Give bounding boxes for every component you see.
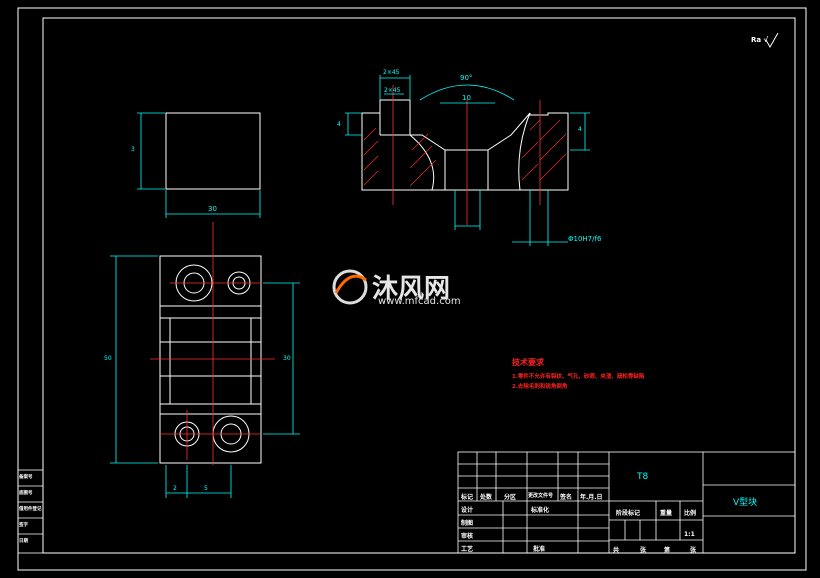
dim-bottom-2: 2 [173,485,177,492]
tech-requirement-2: 2.去除毛刺和锐角倒角 [512,384,568,390]
tech-requirements-title: 技术要求 [512,358,544,367]
watermark-brand: 沐风网 [372,274,451,304]
dim-slot-inner: 2×45 [384,87,401,94]
section-dims [345,75,590,246]
dim-hole-fit: Φ10H7/f6 [568,235,602,243]
dim-step-right: 4 [578,126,582,133]
dim-width-30: 30 [208,205,217,213]
tb-sheet-no: 第 [664,547,671,554]
tb-sheets-2: 张 [690,547,697,554]
dim-v-width: 10 [462,94,471,102]
dim-overall-length: 50 [104,355,112,362]
tech-requirement-1: 1.零件不允许有裂纹、气孔、砂眼、夹渣、疏松等缺陷 [512,374,645,380]
mfcad-logo-icon [332,269,368,305]
material-label: T8 [637,472,649,482]
tb-process: 工艺 [461,546,474,553]
scale-value: 1:1 [684,531,695,538]
outer-border [17,7,807,571]
side-record-no: 备案号 [19,475,33,480]
top-view-centerlines [150,222,275,465]
side-sign: 签字 [19,523,28,528]
front-view-dims [137,112,261,218]
side-table-grid [17,469,44,554]
top-view-outline [159,255,262,464]
tb-drafting: 制图 [461,520,474,527]
tb-stage-mark: 阶段标记 [616,510,641,517]
tb-header-sign: 签名 [560,494,573,501]
tb-scale-label: 比例 [684,510,697,517]
dim-hole-span: 30 [283,355,291,362]
title-block-grid [457,451,796,554]
section-view-outline [361,99,569,191]
tb-weight: 重量 [660,510,673,517]
dim-height-side: 3 [131,146,135,153]
tb-header-date: 年.月.日 [580,494,603,501]
tb-sheets-1: 张 [640,547,647,554]
tb-header-change-doc: 更改文件号 [528,493,554,499]
watermark-url: www.mfcad.com [378,296,461,307]
dim-angle-90: 90° [460,74,473,82]
roughness-symbol-icon [765,32,779,49]
tb-header-zone: 分区 [504,494,517,501]
dim-step-left: 4 [337,121,341,128]
dim-bottom-5: 5 [204,485,208,492]
roughness-label: Ra √ [751,36,769,44]
section-hatching [363,119,567,187]
tb-standardization: 标准化 [531,507,550,514]
side-date: 日期 [19,539,28,544]
tb-total: 共 [613,547,620,554]
section-centerlines [392,85,541,225]
tb-header-mark: 标记 [461,494,474,501]
tb-approve: 批准 [533,546,546,553]
dim-slot-top: 2×45 [383,69,400,76]
inner-border [42,17,796,554]
side-drawing-no: 底图号 [19,491,33,496]
front-view-outline [165,112,261,190]
top-view-dims [110,255,300,498]
tb-header-count: 处数 [480,494,493,501]
side-borrowed: 借用件登记 [19,507,42,512]
part-name: V型块 [733,498,758,508]
tb-design: 设计 [461,507,474,514]
tb-review: 审核 [461,533,474,540]
